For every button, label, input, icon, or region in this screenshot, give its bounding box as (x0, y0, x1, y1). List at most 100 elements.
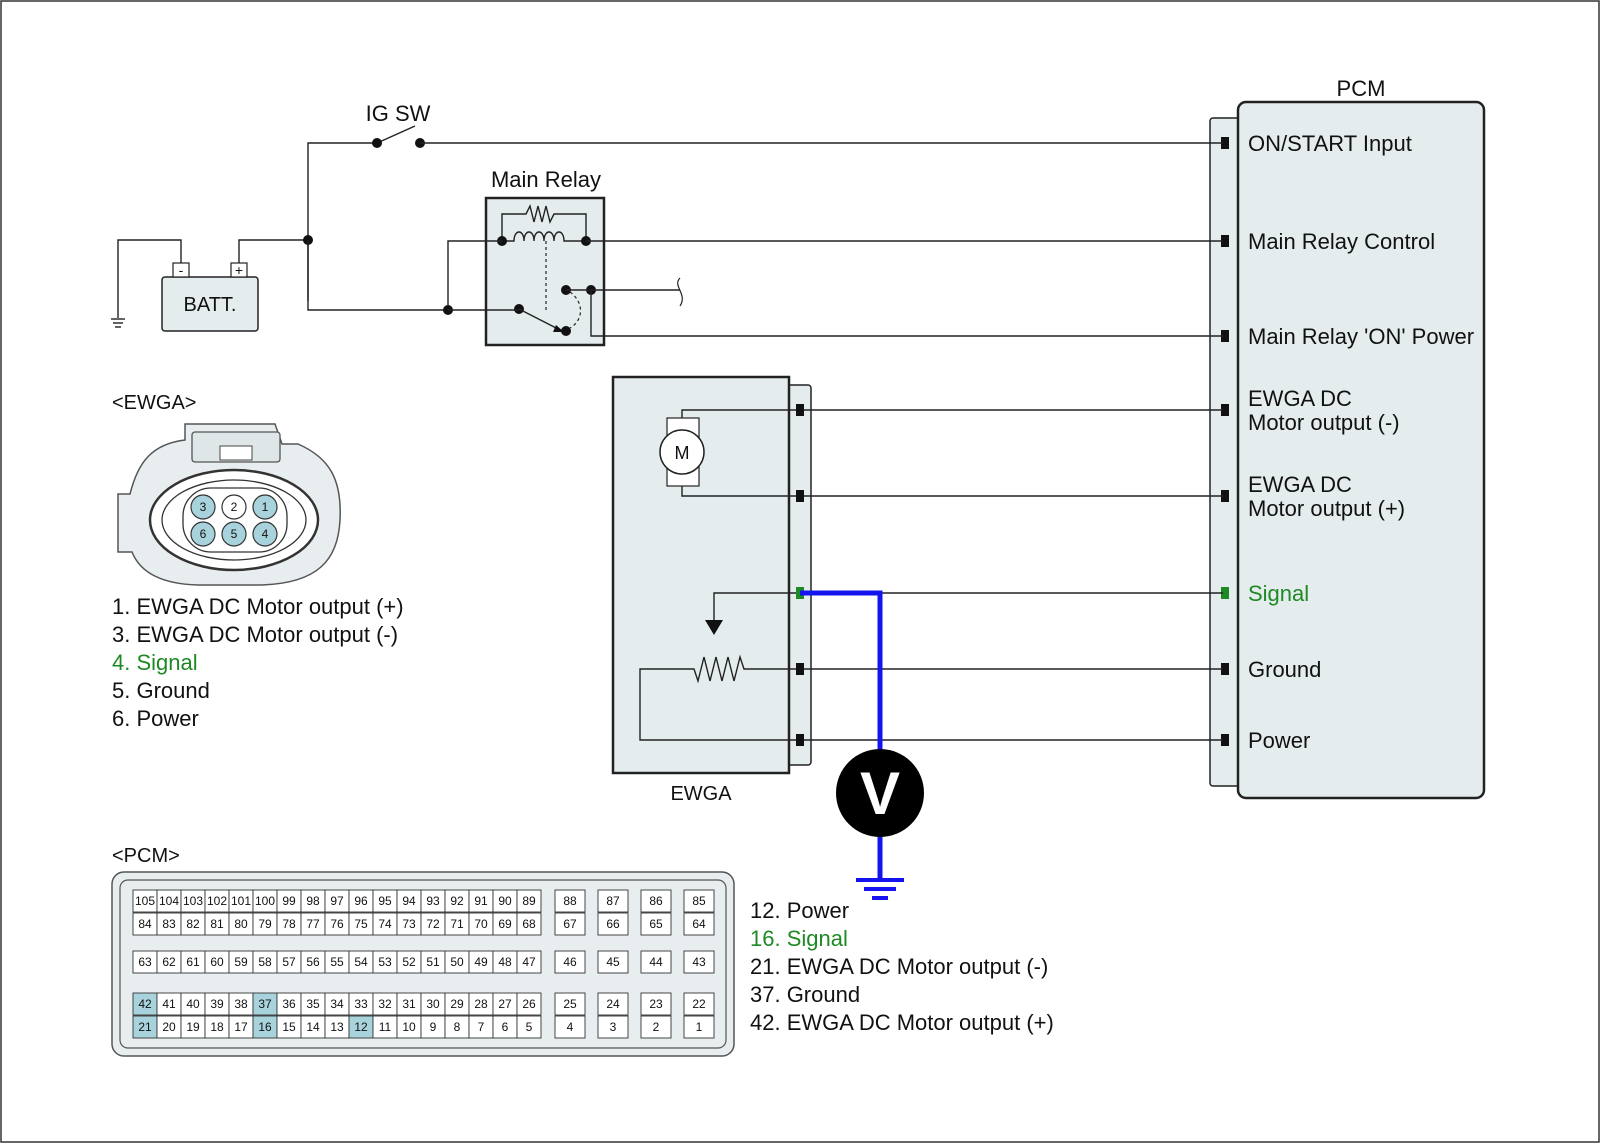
pcm-pin-number: 17 (234, 1020, 248, 1034)
pcm-pin-64 (683, 912, 715, 936)
pcm-pin-26 (516, 992, 542, 1016)
pcm-pin-number: 55 (330, 955, 344, 969)
pcm-pin-number: 2 (653, 1020, 660, 1034)
battery-ground-wire (117, 239, 182, 318)
wire-break-symbol (677, 277, 683, 307)
ewga-pin-number: 5 (231, 527, 238, 541)
pcm-pin-number: 70 (474, 917, 488, 931)
battery: BATT. - + (111, 235, 448, 332)
pcm-pin-number: 42 (138, 997, 152, 1011)
pcm-pin-number: 13 (330, 1020, 344, 1034)
ewga-pin-2 (221, 494, 247, 520)
ig-sw-terminal-a (372, 138, 382, 148)
pcm-pin-number: 47 (522, 955, 536, 969)
pcm-pin-number: 4 (567, 1020, 574, 1034)
pcm-pin-number: 49 (474, 955, 488, 969)
pcm-pin-number: 35 (306, 997, 320, 1011)
pcm-pin-number: 7 (478, 1020, 485, 1034)
battery-negative-sign: - (179, 262, 184, 278)
ewga-pin-3 (190, 494, 216, 520)
pcm-pin-number: 84 (138, 917, 152, 931)
pcm-pin-number: 46 (563, 955, 577, 969)
ewga-legend-item: 1. EWGA DC Motor output (+) (112, 594, 404, 619)
pcm-pin-label: Power (1248, 728, 1310, 753)
pcm-pin-number: 29 (450, 997, 464, 1011)
battery-positive-sign: + (235, 262, 243, 278)
pcm-legend-item: 12. Power (750, 898, 849, 923)
pcm-pin-label: Motor output (-) (1248, 410, 1400, 435)
pcm-pin-number: 67 (563, 917, 577, 931)
pcm-pin-number: 105 (135, 894, 155, 908)
pcm-pin-number: 20 (162, 1020, 176, 1034)
pcm-pin-number: 61 (186, 955, 200, 969)
pcm-pin-legend: 12. Power 16. Signal 21. EWGA DC Motor out… (750, 898, 1054, 1035)
ewga-pin-motor-plus (796, 490, 804, 502)
pcm-pin-number: 83 (162, 917, 176, 931)
ewga-connector-title: <EWGA> (112, 392, 196, 414)
pcm-pin-number: 86 (649, 894, 663, 908)
ewga-legend-item: 5. Ground (112, 678, 210, 703)
pcm-pin-number: 43 (692, 955, 706, 969)
ewga-pin-6 (190, 521, 216, 547)
pcm-pin-number: 11 (379, 1020, 392, 1034)
pcm-pin-number: 92 (450, 894, 464, 908)
pcm-pin-number: 100 (255, 894, 275, 908)
pcm-pin-number: 96 (354, 894, 368, 908)
pcm-pin-43 (683, 950, 715, 974)
battery-positive-wire (238, 239, 308, 263)
pcm-pin-number: 40 (186, 997, 200, 1011)
pcm-pin-86 (640, 889, 672, 913)
pcm-pin-terminal (1221, 734, 1229, 746)
pcm-pin-label: Main Relay 'ON' Power (1248, 324, 1474, 349)
pcm-pin-45 (597, 950, 629, 974)
relay-coil-feed-wire (447, 240, 502, 310)
motor-minus-wire (681, 409, 800, 418)
ewga-pin-number: 3 (200, 500, 207, 514)
pcm-pin-number: 22 (692, 997, 706, 1011)
ewga-pin-number: 4 (262, 527, 269, 541)
pcm-pin-number: 24 (606, 997, 620, 1011)
pcm-pin-68 (516, 912, 542, 936)
pcm-legend-item: 21. EWGA DC Motor output (-) (750, 954, 1048, 979)
pcm-pin-number: 87 (606, 894, 620, 908)
pcm-pin-number: 5 (526, 1020, 533, 1034)
battery-label: BATT. (184, 294, 237, 316)
pcm-pin-number: 74 (378, 917, 392, 931)
voltmeter (836, 749, 924, 837)
pcm-pin-number: 16 (258, 1020, 272, 1034)
relay-coil (502, 231, 586, 242)
pcm-pin-number: 73 (402, 917, 416, 931)
voltmeter-label: V (860, 760, 900, 827)
pcm-pin-number: 60 (210, 955, 224, 969)
pcm-box (1236, 100, 1486, 800)
pcm-legend-item: 37. Ground (750, 982, 860, 1007)
pcm-pin-number: 76 (330, 917, 344, 931)
probe-wire-upper (800, 590, 883, 765)
pcm-pin-number: 88 (563, 894, 577, 908)
pcm-pin-65 (640, 912, 672, 936)
pcm-pin-label: Main Relay Control (1248, 229, 1435, 254)
pcm-pin-number: 51 (426, 955, 440, 969)
ewga-legend-item: 4. Signal (112, 650, 198, 675)
pcm-pin-label: EWGA DC (1248, 472, 1352, 497)
pcm-pin-number: 18 (210, 1020, 224, 1034)
pcm-pin-number: 53 (378, 955, 392, 969)
pcm-pin-number: 90 (498, 894, 512, 908)
main-relay-box (484, 196, 606, 347)
pcm-legend-item: 16. Signal (750, 926, 848, 951)
pcm-pin-number: 72 (426, 917, 440, 931)
ewga-pin-number: 6 (200, 527, 207, 541)
pcm-pin-89 (516, 889, 542, 913)
ewga-legend-item: 3. EWGA DC Motor output (-) (112, 622, 398, 647)
pcm-pin-terminal (1221, 137, 1229, 149)
pcm-pin-25 (554, 992, 586, 1016)
pcm-pin-1 (683, 1015, 715, 1039)
ewga-pin-5 (221, 521, 247, 547)
pcm-pin-number: 95 (378, 894, 392, 908)
pcm-pin-terminal (1221, 330, 1229, 342)
battery-body (161, 276, 259, 332)
pcm-pin-5 (516, 1015, 542, 1039)
